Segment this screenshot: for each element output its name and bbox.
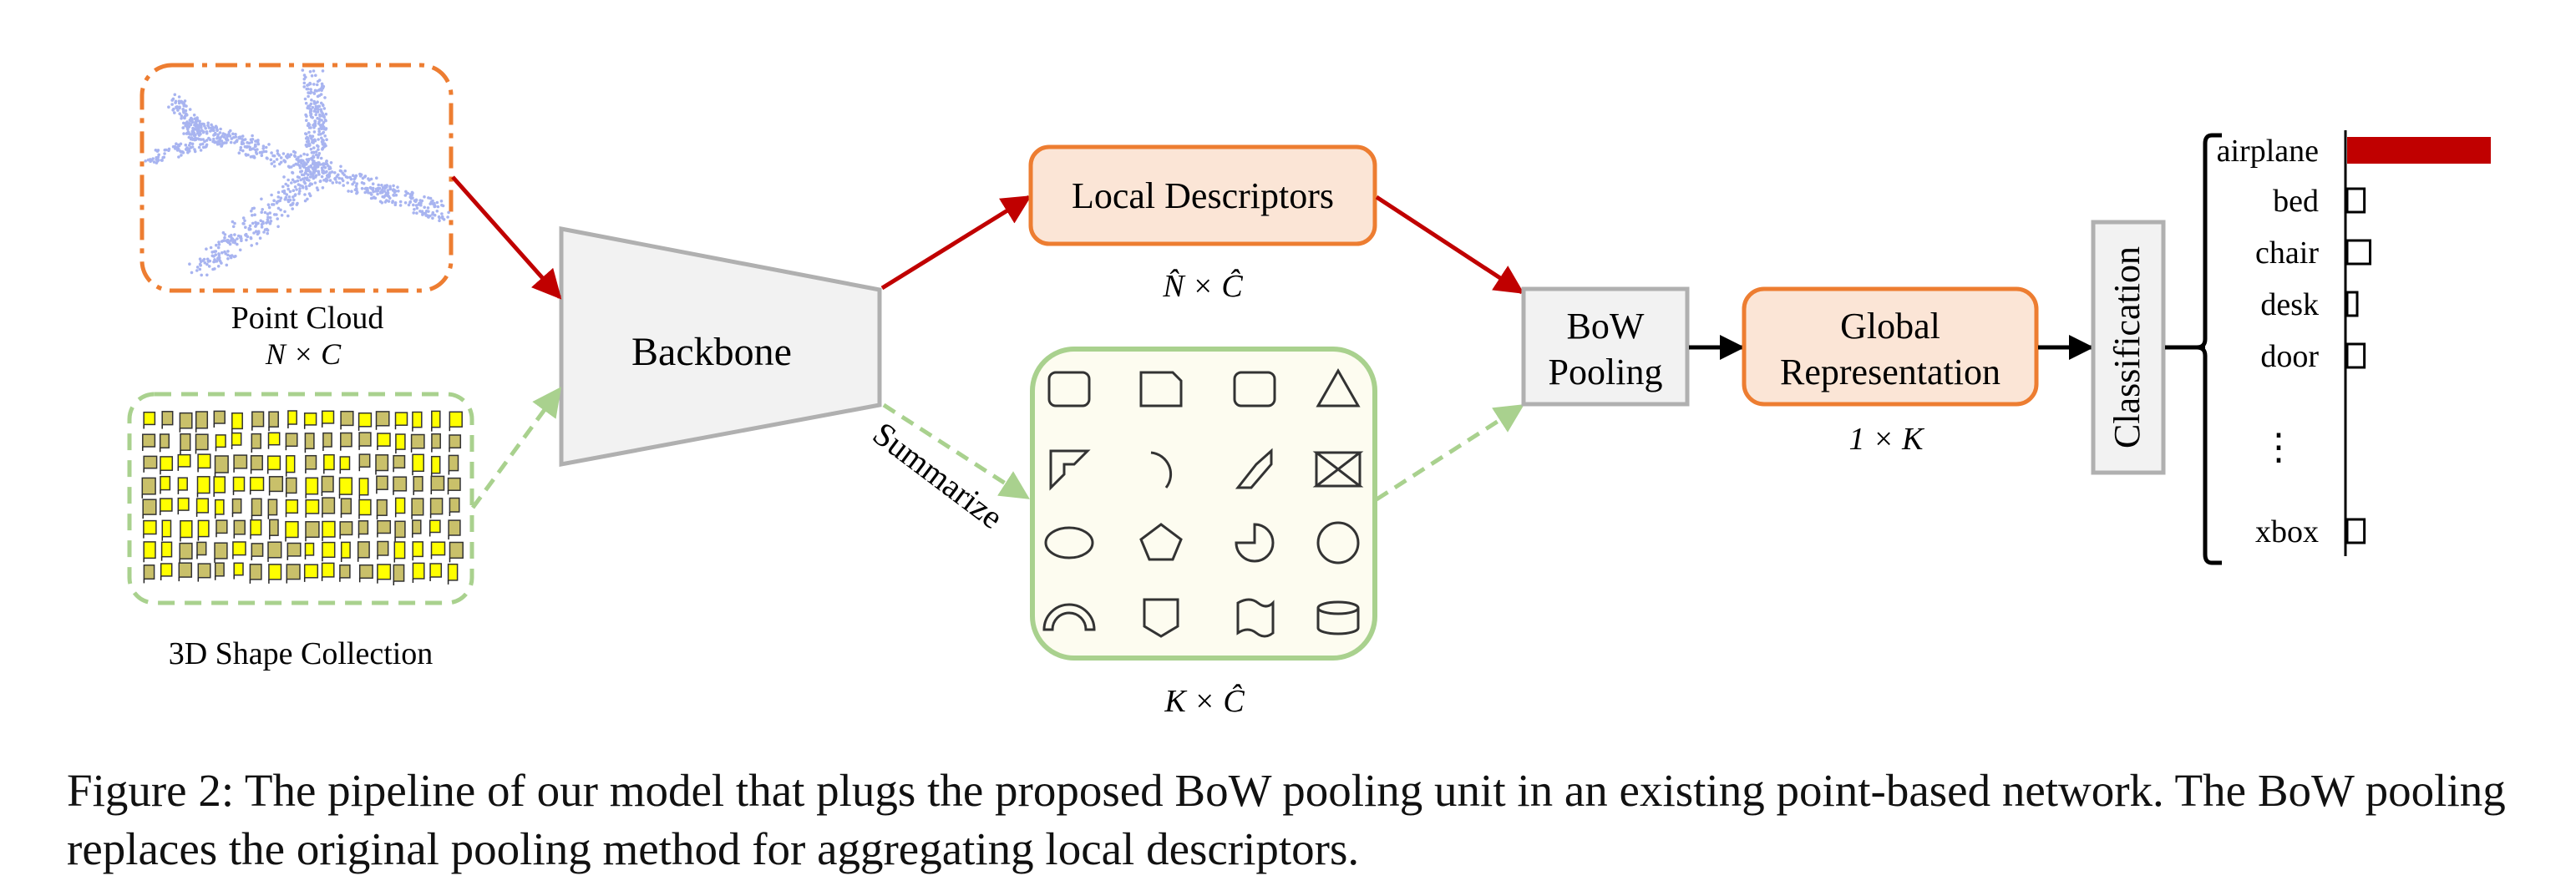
arrow-codebook-to-bow bbox=[1375, 403, 1524, 502]
class-score-bar bbox=[2345, 239, 2372, 266]
class-score-bar bbox=[2345, 291, 2359, 317]
codebook-box bbox=[1030, 347, 1377, 661]
bow-pooling-label-2: Pooling bbox=[1549, 352, 1663, 392]
classification-box bbox=[2091, 220, 2166, 475]
figure-caption: Figure 2: The pipeline of our model that… bbox=[67, 765, 2506, 874]
summarize-label: Summarize bbox=[866, 414, 1011, 536]
backbone-label: Backbone bbox=[631, 330, 792, 374]
class-list: airplane bed chair desk door ⋮ xbox bbox=[2217, 134, 2491, 549]
codebook-dim: K × Ĉ bbox=[1164, 684, 1245, 719]
class-score-bar bbox=[2345, 342, 2366, 369]
backbone-block bbox=[559, 225, 882, 468]
local-descriptors-box bbox=[1028, 144, 1377, 246]
classification-label: Classification bbox=[2107, 246, 2148, 448]
class-label: bed bbox=[2273, 184, 2319, 219]
arrow-pointcloud-to-backbone bbox=[451, 175, 562, 300]
class-brace bbox=[2196, 133, 2222, 565]
point-cloud-box bbox=[139, 63, 454, 293]
class-ellipsis: ⋮ bbox=[2260, 427, 2297, 468]
arrow-summarize bbox=[882, 402, 1030, 500]
class-label: airplane bbox=[2217, 134, 2319, 169]
point-cloud-image bbox=[144, 68, 450, 277]
global-representation-dim: 1 × K bbox=[1849, 422, 1925, 457]
arrow-backbone-to-local bbox=[880, 195, 1032, 291]
shape-collection-image bbox=[141, 410, 464, 585]
bow-pooling-label-1: BoW bbox=[1567, 306, 1645, 347]
class-label: chair bbox=[2255, 235, 2319, 271]
local-descriptors-dim: N̂ × Ĉ bbox=[1162, 269, 1243, 304]
class-score-bar bbox=[2345, 518, 2366, 544]
point-cloud-dim: N × C bbox=[265, 337, 342, 371]
arrow-local-to-bow bbox=[1375, 195, 1524, 295]
class-label: door bbox=[2260, 339, 2319, 374]
class-label: desk bbox=[2260, 287, 2319, 322]
class-score-bar bbox=[2345, 187, 2366, 214]
global-representation-box bbox=[1742, 286, 2039, 407]
shape-collection-label: 3D Shape Collection bbox=[169, 636, 434, 671]
codebook-shapes bbox=[1042, 367, 1364, 638]
pipeline-diagram: Point Cloud N × C 3D Shape Collection Ba… bbox=[127, 63, 2491, 719]
class-score-bar bbox=[2347, 137, 2491, 164]
arrow-collection-to-backbone bbox=[470, 387, 562, 509]
point-cloud-label: Point Cloud bbox=[231, 301, 384, 336]
local-descriptors-label: Local Descriptors bbox=[1072, 175, 1334, 216]
global-representation-label-1: Global bbox=[1840, 306, 1940, 347]
global-representation-label-2: Representation bbox=[1780, 352, 2000, 392]
class-label: xbox bbox=[2255, 514, 2319, 549]
bow-pooling-box bbox=[1521, 286, 1690, 407]
